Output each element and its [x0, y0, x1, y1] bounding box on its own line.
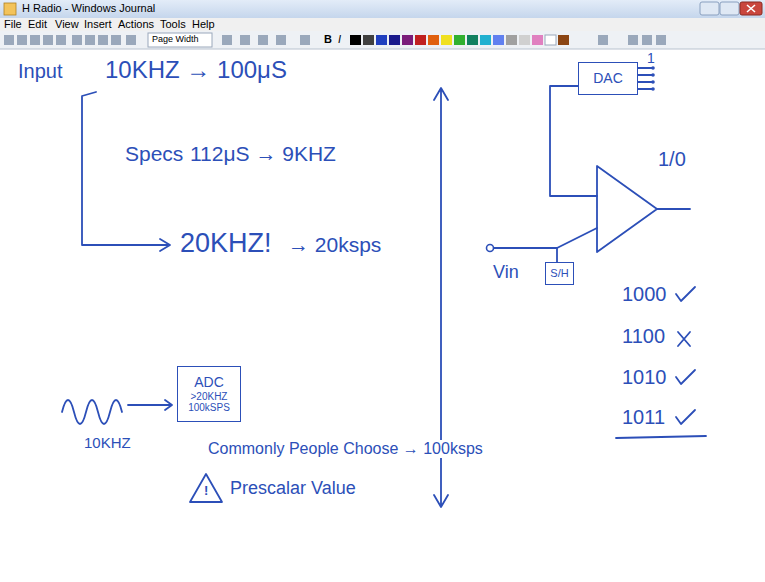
bit-dot	[651, 66, 655, 70]
app-icon	[4, 3, 16, 15]
comparator-symbol	[597, 166, 657, 252]
block-title: ADC	[194, 374, 224, 390]
menu-item: Actions	[118, 18, 154, 31]
handwritten-note: Specs	[125, 142, 183, 166]
handwritten-note: 112μS → 9KHZ	[190, 142, 336, 166]
handwritten-note: 20KHZ!	[180, 228, 272, 259]
block-title: DAC	[593, 70, 623, 86]
zoom-dropdown	[148, 33, 212, 47]
italic-button: I	[338, 33, 341, 46]
menu-item: Insert	[84, 18, 112, 31]
bracket-arrow	[82, 92, 168, 245]
handwritten-note: → 20ksps	[288, 233, 381, 257]
handwritten-note: Prescalar Value	[230, 478, 356, 499]
dac-bit-lines	[638, 68, 652, 89]
color-palette	[350, 35, 569, 45]
block-note: 100kSPS	[188, 402, 230, 414]
handwritten-note: Input	[18, 60, 62, 83]
signal-frequency: 10KHZ	[84, 434, 131, 451]
check-mark	[676, 410, 695, 424]
toolbar	[0, 31, 765, 49]
menu-item: Tools	[160, 18, 186, 31]
bold-button: B	[324, 33, 332, 46]
maximize-button	[720, 2, 739, 15]
sine-wave	[62, 400, 122, 424]
toolbar-border	[0, 49, 765, 50]
check-mark	[676, 370, 695, 384]
sample-hold-box: S/H	[545, 262, 574, 285]
vin-wire	[494, 228, 597, 248]
dac-wire	[550, 86, 597, 196]
block-title: S/H	[550, 267, 568, 280]
menu-item: View	[55, 18, 79, 31]
bit-dot	[651, 80, 655, 84]
handwritten-note: Commonly People Choose → 100ksps	[205, 440, 486, 458]
check-mark	[676, 287, 695, 301]
warning-triangle	[190, 474, 222, 502]
bit-dot	[651, 73, 655, 77]
binary-value: 1100	[622, 325, 665, 348]
binary-value: 1011	[622, 406, 665, 429]
underline	[616, 436, 706, 438]
output-label: 1/0	[658, 148, 686, 171]
binary-value: 1010	[622, 366, 667, 389]
vin-terminal	[487, 245, 494, 252]
input-arrow	[128, 400, 172, 410]
close-cross	[747, 5, 755, 12]
bit-dot	[651, 87, 655, 91]
toolbar-icons	[4, 35, 666, 45]
window-title: H Radio - Windows Journal	[22, 2, 155, 15]
cross-mark	[678, 332, 690, 346]
menu-item: File	[4, 18, 22, 31]
signal-name: Vin	[493, 262, 519, 283]
minimize-button	[700, 2, 719, 15]
sample-hold-stub	[556, 248, 558, 262]
arrowhead	[160, 239, 170, 251]
menu-bar	[0, 18, 765, 31]
block-note: >20KHZ	[191, 391, 228, 403]
bit-label: 1	[647, 50, 655, 66]
adc-block: ADC>20KHZ100kSPS	[177, 366, 241, 422]
output-wire	[657, 208, 690, 210]
binary-value: 1000	[622, 283, 667, 306]
warning-mark: !	[204, 484, 208, 499]
handwritten-note: 10KHZ → 100μS	[105, 56, 287, 84]
menu-item: Edit	[28, 18, 47, 31]
menu-item: Help	[192, 18, 215, 31]
dac-block: DAC	[578, 62, 638, 95]
title-bar	[0, 0, 765, 18]
close-button	[740, 2, 762, 15]
zoom-setting: Page Width	[152, 34, 199, 44]
